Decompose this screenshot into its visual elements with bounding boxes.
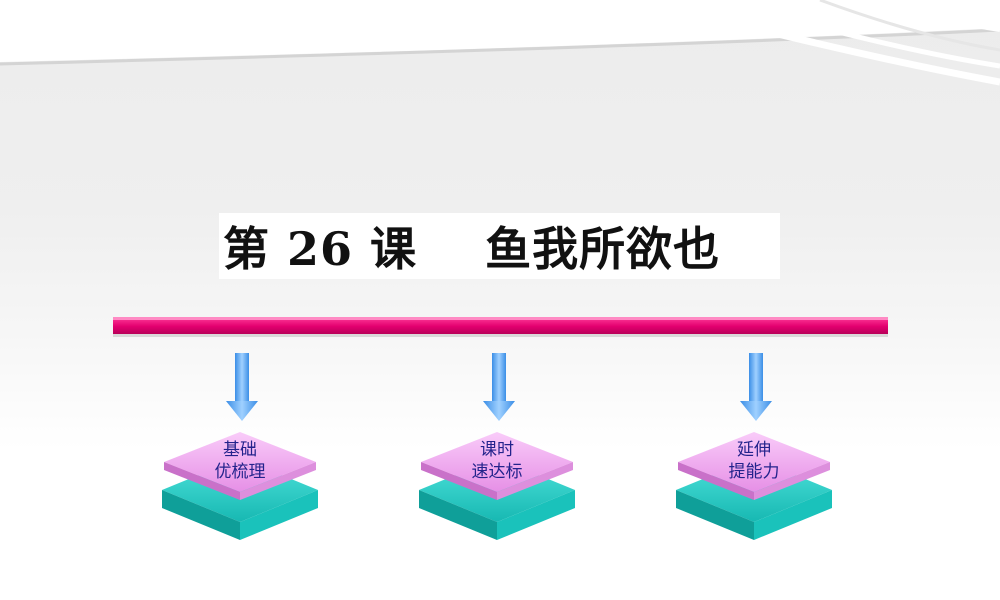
stack-diamond-icon [162,353,318,540]
nav-button-class[interactable]: 课时 速达标 [419,350,579,540]
down-arrow-icon [740,353,772,421]
nav-button-basics[interactable]: 基础 优梳理 [162,350,322,540]
nav-label-line1: 基础 [223,440,257,460]
nav-label-line2: 速达标 [471,462,523,482]
stack-diamond-icon [419,353,575,540]
nav-label-line2: 优梳理 [214,462,266,482]
down-arrow-icon [483,353,515,421]
title-box: 第 26 课 鱼我所欲也 [219,213,780,279]
nav-button-extension[interactable]: 延伸 提能力 [676,350,836,540]
nav-label-line1: 课时 [480,440,514,460]
slide-title: 第 26 课 鱼我所欲也 [223,222,721,276]
nav-label-line2: 提能力 [728,462,780,482]
nav-label-line1: 延伸 [737,440,771,460]
down-arrow-icon [226,353,258,421]
pink-divider-highlight [113,317,888,320]
top-swoosh-decoration [0,0,1000,86]
pink-divider [113,317,888,334]
stack-diamond-icon [676,353,832,540]
